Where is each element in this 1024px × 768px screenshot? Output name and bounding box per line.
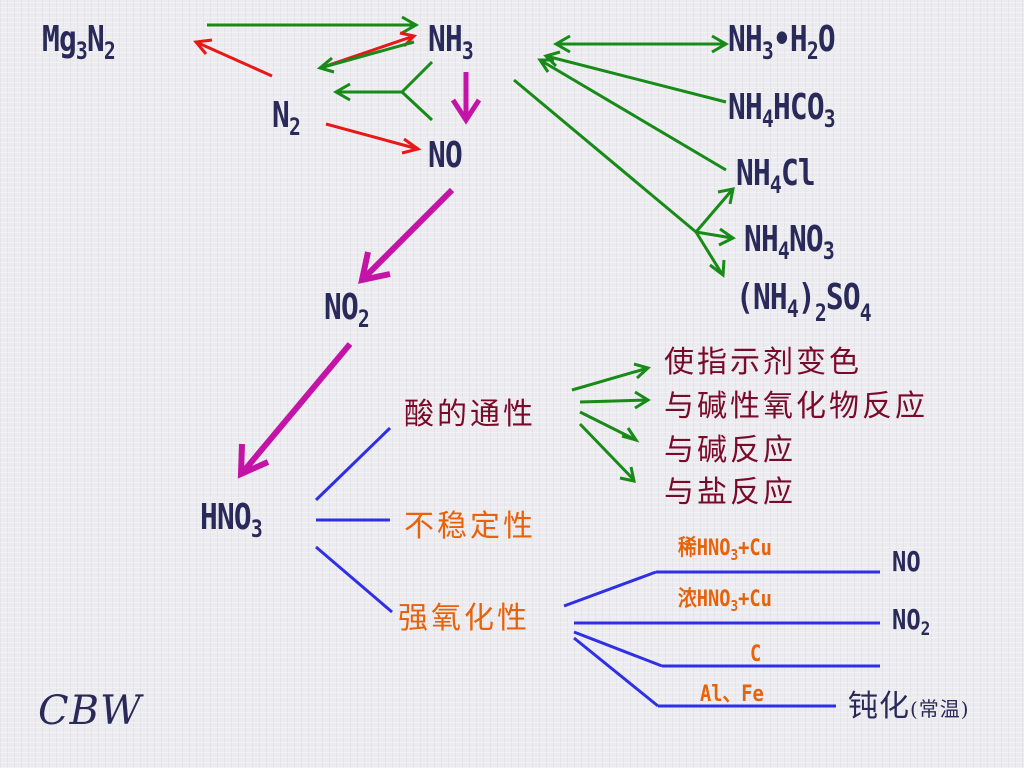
arrowhead-acid-item-4: [619, 466, 636, 483]
acid-item-basic-oxide: 与碱性氧化物反应: [664, 389, 928, 424]
property-unstable: 不稳定性: [404, 509, 536, 544]
acid-item-indicator: 使指示剂变色: [664, 345, 862, 380]
arrow-no-to-no2: [361, 187, 455, 281]
arrowhead-n2-to-mg3n2: [193, 38, 213, 55]
formula-n2: N2: [272, 95, 301, 141]
arrow-nh3-to-salts: [513, 78, 697, 234]
arrowhead-acid-item-1: [633, 362, 652, 380]
arrow-acid-item-1: [571, 366, 649, 392]
arrow-nh4cl-to-nh3: [539, 58, 727, 172]
arrowhead-nh3h2o-left: [552, 34, 571, 54]
arrowhead-acid-item-3: [621, 427, 640, 443]
property-oxidizing: 强氧化性: [398, 601, 530, 636]
line-oxid-dilute-diag: [563, 570, 657, 608]
arrowhead-acid-item-2: [634, 390, 651, 410]
property-acid: 酸的通性: [404, 397, 536, 432]
formula-nh42so4: (NH4)2SO4: [736, 277, 872, 327]
arrowhead-nh3-to-n2: [316, 56, 335, 74]
product-no2: NO2: [892, 603, 931, 640]
formula-no: NO: [428, 135, 463, 176]
formula-hno3: HNO3: [200, 497, 263, 543]
arrow-nh3-to-n2: [319, 40, 415, 70]
arrowhead-nh4cl-to-nh3: [537, 58, 554, 73]
reaction-dilute-hno3-cu: 稀HNO3+Cu: [678, 536, 772, 564]
arrow-n2-to-no: [325, 122, 419, 151]
formula-nh4hco3: NH4HCO3: [728, 87, 836, 133]
arrowhead-n2-to-no: [401, 137, 422, 155]
reaction-carbon: C: [750, 642, 762, 667]
formula-nh4cl: NH4Cl: [736, 153, 816, 199]
arrowhead-nh3h2o-right: [711, 34, 730, 54]
arrow-n2-to-mg3n2: [195, 40, 273, 78]
arrowhead-split-to-nh4no3: [718, 227, 736, 247]
formula-nh3h2o: NH3•H2O: [728, 19, 836, 65]
arrowhead-mg3n2-to-nh3: [401, 15, 420, 35]
arrow-acid-item-2: [579, 398, 649, 404]
branch-hno3-oxidizing: [315, 545, 393, 614]
arrow-no2-to-hno3: [240, 342, 353, 474]
line-oxid-metals-diag: [573, 636, 659, 708]
arrowhead-no2-to-hno3: [237, 443, 270, 479]
formula-no2: NO2: [324, 287, 370, 333]
brand-logo: CBW: [38, 688, 143, 734]
arrow-acid-item-4: [578, 422, 636, 482]
arrow-nh4hco3-to-nh3: [545, 54, 727, 104]
acid-item-salt: 与盐反应: [664, 475, 796, 510]
formula-mg3n2: Mg3N2: [42, 19, 116, 65]
arrow-split-to-nh42so4: [694, 231, 724, 275]
reaction-conc-hno3-cu: 浓HNO3+Cu: [678, 587, 772, 615]
product-no: NO: [892, 545, 921, 578]
formula-nh3: NH3: [428, 19, 474, 65]
arrowhead-no-to-no2: [358, 251, 391, 284]
fork-nh3-branch: [400, 60, 434, 94]
formula-nh4no3: NH4NO3: [744, 219, 835, 265]
product-passivation: 钝化(常温): [848, 689, 970, 724]
arrowhead-nh3-to-no: [450, 98, 482, 125]
acid-item-base: 与碱反应: [664, 433, 796, 468]
branch-hno3-acid: [314, 426, 392, 502]
arrowhead-split-to-nh4cl: [717, 187, 735, 205]
arrow-split-to-nh4no3: [695, 230, 733, 240]
fork-no-branch: [400, 90, 434, 122]
arrowhead-fork-to-n2: [332, 82, 351, 102]
line-oxid-carbon-diag: [573, 630, 663, 668]
arrow-split-to-nh4cl: [694, 189, 734, 233]
reaction-al-fe: Al、Fe: [700, 682, 764, 707]
arrowhead-nh4hco3-to-nh3: [543, 50, 561, 68]
arrowhead-split-to-nh42so4: [709, 259, 726, 278]
passivation-note: (常温): [910, 697, 970, 721]
arrow-acid-item-3: [579, 410, 637, 442]
